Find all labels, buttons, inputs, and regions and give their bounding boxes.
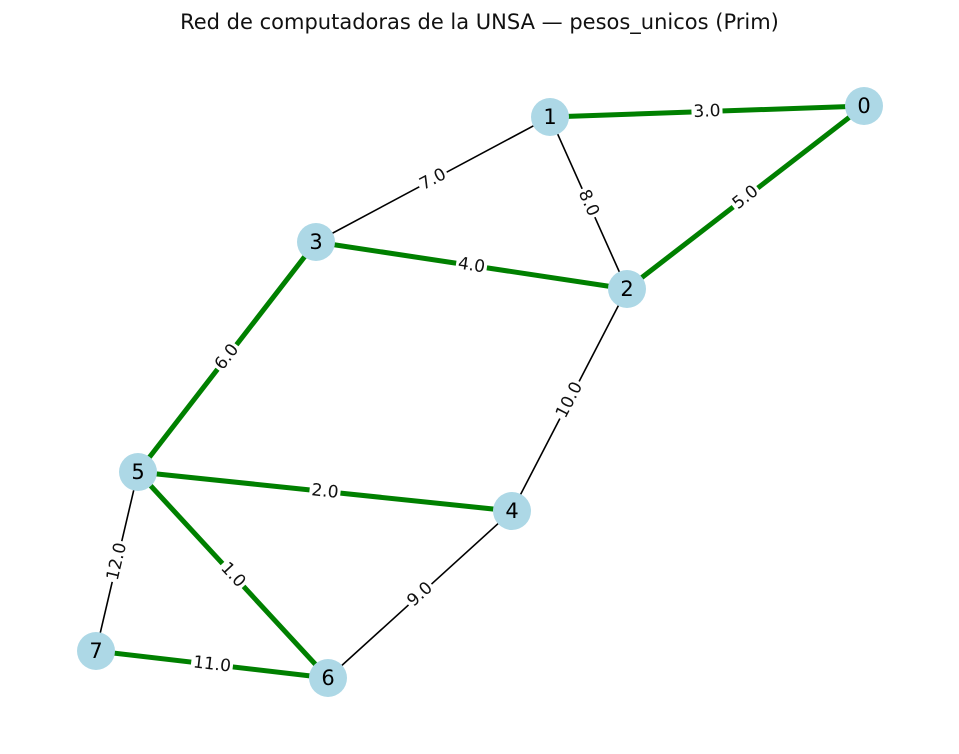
edge-label-group: 4.0 [454,253,489,278]
node-label: 7 [89,639,102,663]
node-6 [309,659,347,697]
edge-label-group: 8.0 [573,184,604,222]
edge-label-background [215,556,251,594]
edge-weight-label: 2.0 [311,480,340,503]
edge-weight-label: 11.0 [192,652,232,676]
node-1 [531,98,569,136]
node-label: 1 [543,105,556,129]
edge-label-group: 3.0 [691,100,723,123]
node-7 [77,632,115,670]
node-label: 4 [505,499,518,523]
node-label: 0 [857,94,870,118]
edge-weight-label: 4.0 [457,254,487,278]
edge-label-background [691,100,723,123]
edge-label-background [573,184,604,222]
nodes-layer: 0 1 2 3 4 5 6 7 [77,87,883,697]
graph-title: Red de computadoras de la UNSA — pesos_u… [180,10,779,34]
node-label: 2 [620,277,633,301]
edge-label-background [401,576,439,613]
edge-label-background [727,180,764,215]
edge-label-background [308,479,342,504]
edge-label-background [550,376,589,424]
edge-label-group: 10.0 [550,376,589,424]
edge-weight-label: 12.0 [103,541,131,582]
edge-weight-label: 3.0 [693,101,721,122]
node-label: 6 [321,666,334,690]
edge-label-group: 11.0 [190,652,234,677]
node-3 [297,223,335,261]
node-0 [845,87,883,125]
edge-label-background [102,538,132,585]
edge-label-group: 12.0 [102,538,132,585]
node-label: 3 [309,230,322,254]
node-5 [119,453,157,491]
edge-label-group: 2.0 [308,479,342,504]
edge-label-group: 7.0 [414,163,452,196]
node-label: 5 [131,460,144,484]
edge-label-background [209,338,245,376]
edge-label-background [190,652,234,677]
node-4 [493,492,531,530]
node-2 [608,270,646,308]
edge-label-background [414,163,452,196]
edge-label-background [454,253,489,278]
